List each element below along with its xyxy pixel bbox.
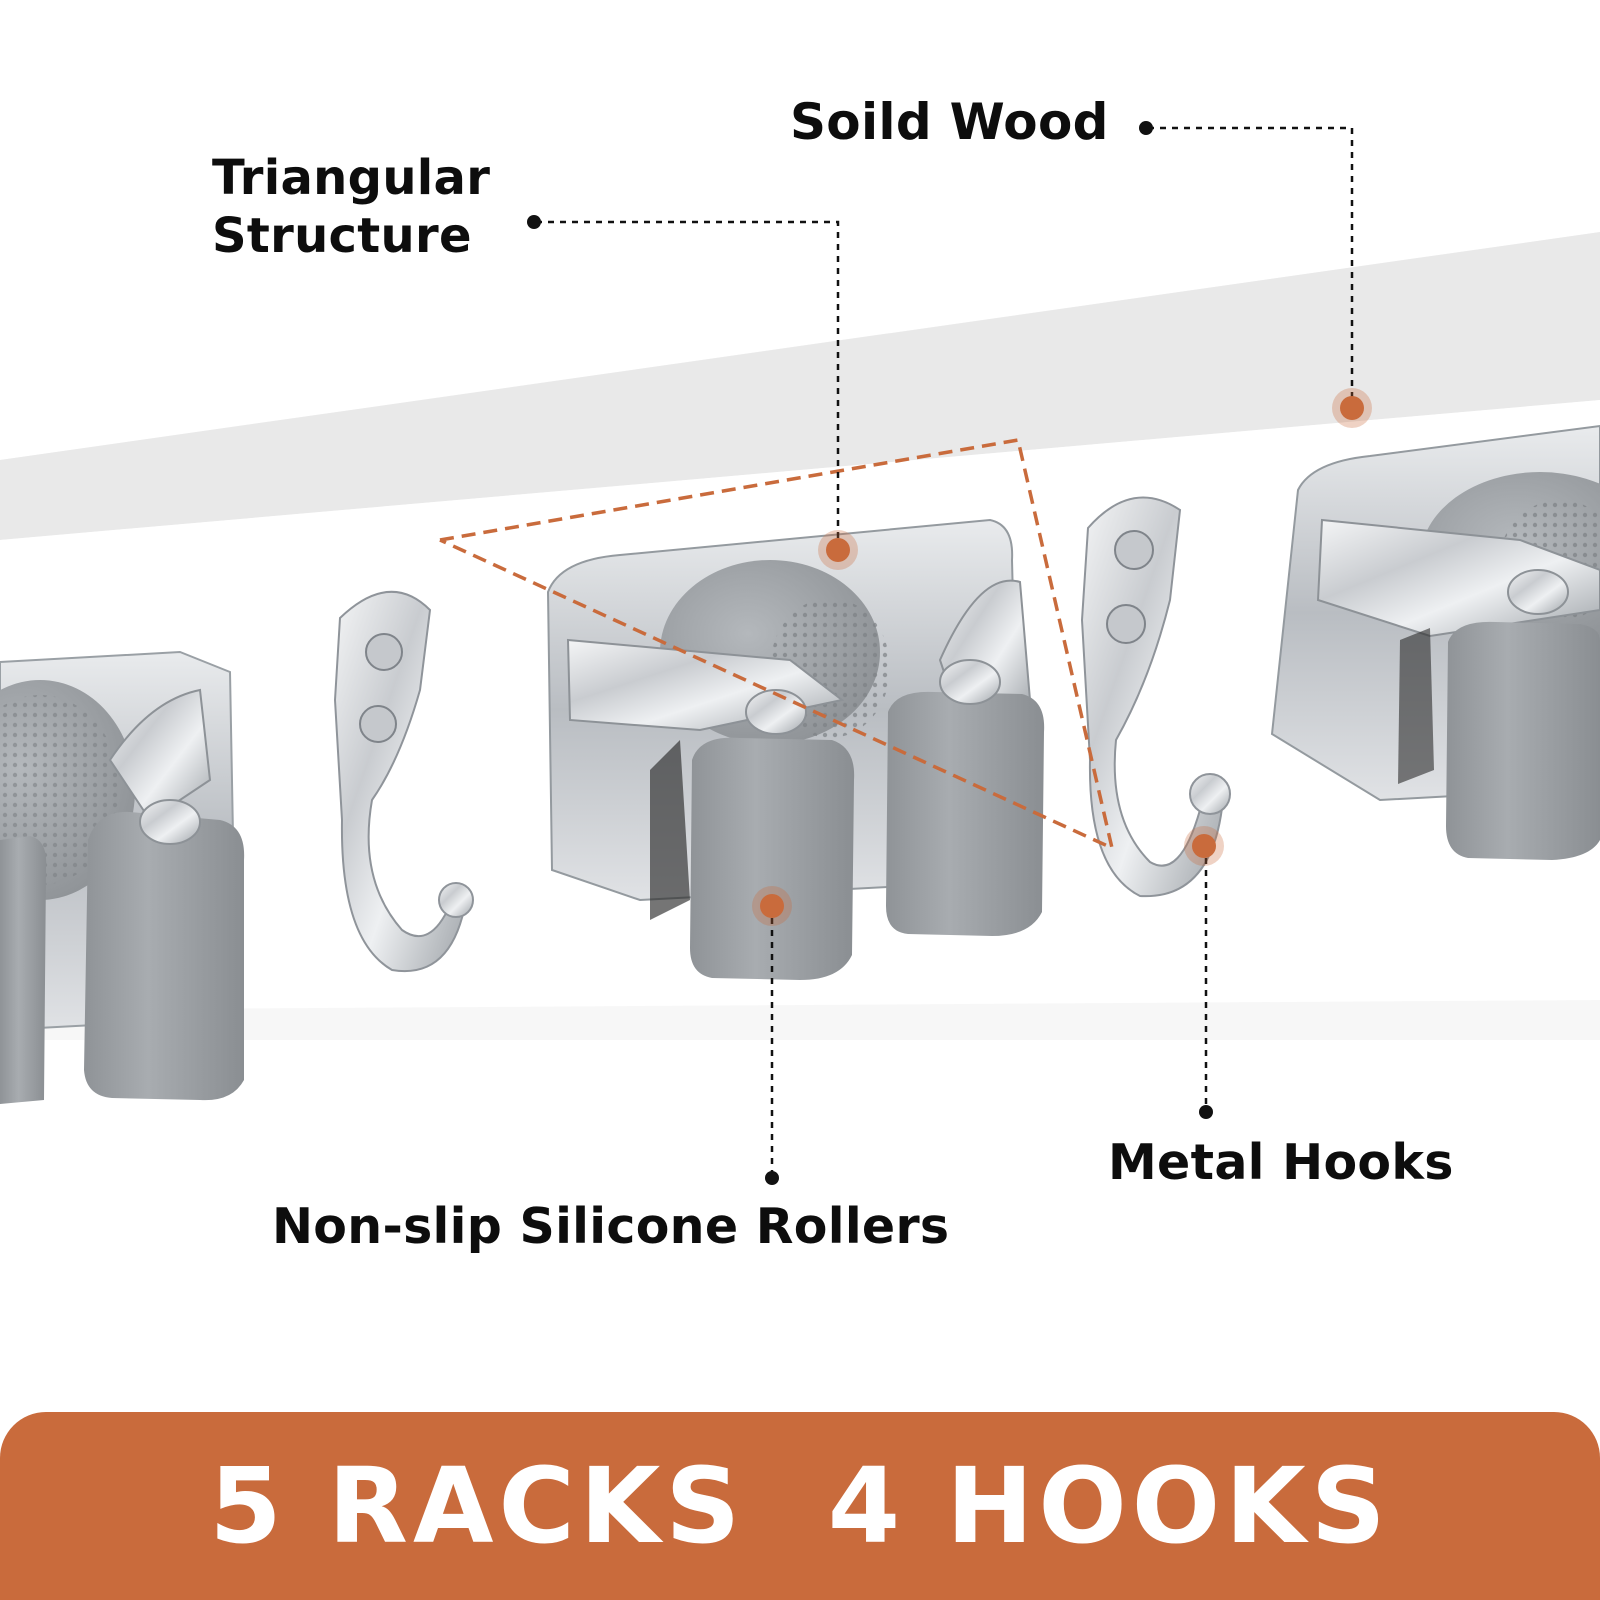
leader-dots — [527, 121, 1213, 1185]
callout-silicone-rollers: Non-slip Silicone Rollers — [272, 1198, 950, 1255]
leader-solid-wood — [1148, 126, 1354, 408]
rack-center — [546, 518, 1045, 980]
orange-markers — [752, 388, 1372, 926]
leader-lines — [536, 126, 1354, 1178]
rack-right — [1270, 424, 1600, 860]
hook-left — [333, 590, 474, 973]
banner-text: 5 RACKS 4 HOOKS — [209, 1445, 1391, 1567]
hook-right — [1080, 496, 1231, 898]
callout-triangular-line2: Structure — [212, 207, 472, 264]
summary-banner: 5 RACKS 4 HOOKS — [0, 1412, 1600, 1600]
leader-triangular — [536, 220, 840, 550]
marker-triangular — [826, 538, 850, 562]
dot-metal-hooks — [1199, 1105, 1213, 1119]
marker-metal-hooks — [1192, 834, 1216, 858]
dot-solid-wood — [1139, 121, 1153, 135]
callout-solid-wood: Soild Wood — [790, 93, 1109, 151]
rack-left — [0, 650, 245, 1104]
marker-rollers — [760, 894, 784, 918]
marker-solid-wood — [1340, 396, 1364, 420]
callout-triangular-structure: Triangular Structure — [212, 150, 490, 265]
callout-metal-hooks: Metal Hooks — [1108, 1134, 1454, 1191]
callout-triangular-line1: Triangular — [212, 150, 491, 206]
dot-triangular — [527, 215, 541, 229]
dot-rollers — [765, 1171, 779, 1185]
triangle-outline — [439, 437, 1115, 852]
